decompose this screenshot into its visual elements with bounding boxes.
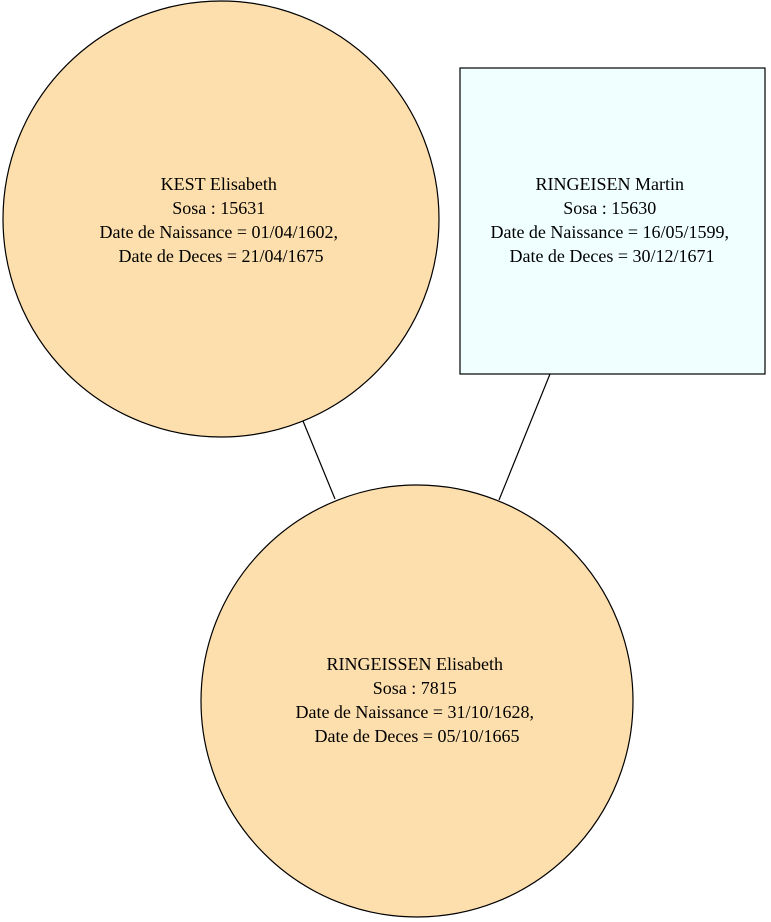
person-name: RINGEISSEN Elisabeth [327, 654, 503, 674]
person-node-kest-elisabeth[interactable]: KEST Elisabeth Sosa : 15631 Date de Nais… [2, 0, 440, 438]
person-birth-date: Date de Naissance = 31/10/1628, [295, 702, 534, 722]
person-node-ringeisen-martin[interactable]: RINGEISEN Martin Sosa : 15630 Date de Na… [459, 67, 766, 375]
female-circle [200, 484, 634, 918]
person-name: KEST Elisabeth [161, 174, 277, 194]
person-sosa: Sosa : 15630 [563, 198, 656, 218]
edge-kest-to-elisabeth [302, 420, 336, 500]
person-death-date: Date de Deces = 21/04/1675 [118, 246, 323, 266]
male-box [459, 67, 766, 375]
person-label: RINGEISSEN Elisabeth Sosa : 7815 Date de… [295, 654, 538, 746]
person-sosa: Sosa : 15631 [172, 198, 265, 218]
person-birth-date: Date de Naissance = 16/05/1599, [490, 222, 729, 242]
person-label: RINGEISEN Martin Sosa : 15630 Date de Na… [490, 174, 733, 266]
person-sosa: Sosa : 7815 [373, 678, 457, 698]
person-birth-date: Date de Naissance = 01/04/1602, [99, 222, 338, 242]
edge-martin-to-elisabeth [498, 373, 551, 501]
female-circle [2, 0, 440, 438]
person-name: RINGEISEN Martin [536, 174, 684, 194]
person-death-date: Date de Deces = 30/12/1671 [509, 246, 714, 266]
person-death-date: Date de Deces = 05/10/1665 [314, 726, 519, 746]
person-node-ringeissen-elisabeth[interactable]: RINGEISSEN Elisabeth Sosa : 7815 Date de… [200, 484, 634, 918]
person-label: KEST Elisabeth Sosa : 15631 Date de Nais… [99, 174, 342, 266]
